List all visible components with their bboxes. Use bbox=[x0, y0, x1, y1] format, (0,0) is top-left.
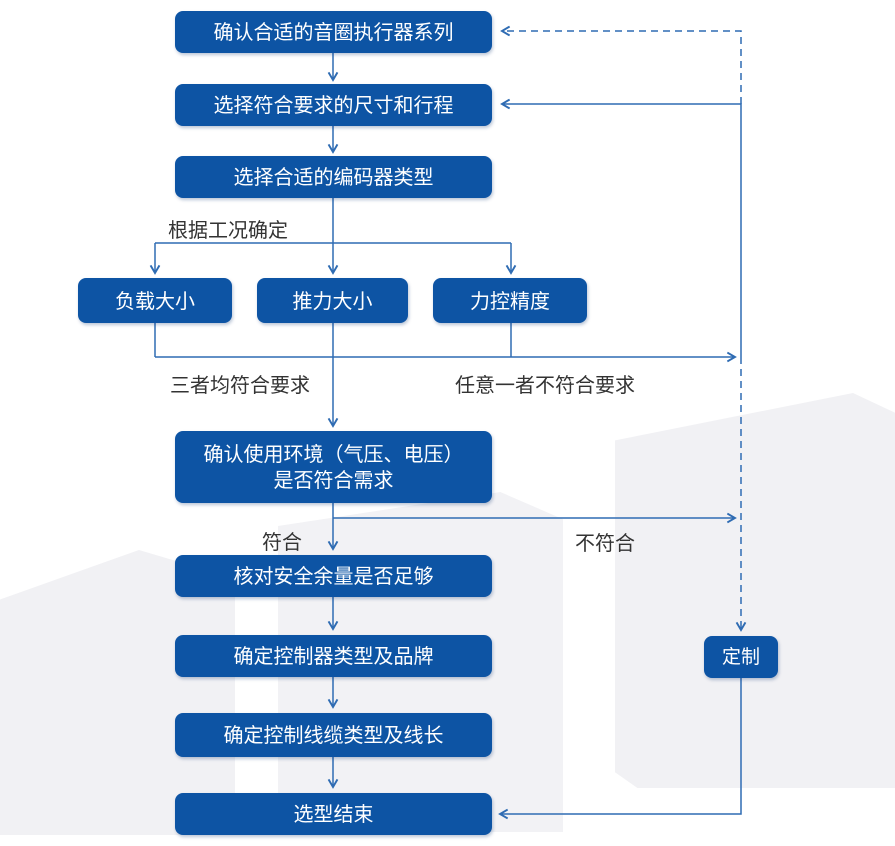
node-label-line2: 是否符合需求 bbox=[273, 468, 394, 492]
node-force-precision: 力控精度 bbox=[433, 278, 587, 323]
node-label: 选择符合要求的尺寸和行程 bbox=[213, 93, 454, 117]
node-label: 核对安全余量是否足够 bbox=[233, 564, 434, 588]
node-selection-end: 选型结束 bbox=[175, 793, 492, 835]
node-label: 力控精度 bbox=[470, 288, 550, 313]
edge-label-any-fail: 任意一者不符合要求 bbox=[455, 373, 635, 397]
edge-label-all-meet: 三者均符合要求 bbox=[170, 373, 310, 397]
node-confirm-series: 确认合适的音圈执行器系列 bbox=[175, 11, 492, 53]
node-label: 负载大小 bbox=[115, 288, 195, 313]
node-label: 确认合适的音圈执行器系列 bbox=[213, 20, 454, 44]
node-select-size-stroke: 选择符合要求的尺寸和行程 bbox=[175, 84, 492, 126]
edge-label-not-meet: 不符合 bbox=[575, 531, 635, 555]
node-load-size: 负载大小 bbox=[78, 278, 232, 323]
edge-label-condition: 根据工况确定 bbox=[168, 218, 288, 242]
node-label: 选择合适的编码器类型 bbox=[233, 165, 434, 189]
edge-label-meet: 符合 bbox=[262, 530, 302, 554]
node-label: 选型结束 bbox=[293, 802, 374, 826]
node-thrust-size: 推力大小 bbox=[257, 278, 408, 323]
node-customize: 定制 bbox=[704, 636, 778, 678]
node-check-safety-margin: 核对安全余量是否足够 bbox=[175, 555, 492, 597]
node-confirm-environment: 确认使用环境（气压、电压） 是否符合需求 bbox=[175, 431, 492, 503]
node-label: 推力大小 bbox=[292, 288, 373, 313]
background-product-image bbox=[615, 393, 895, 788]
custom-to-end bbox=[498, 678, 742, 820]
dashed-return-to-series bbox=[500, 25, 742, 104]
node-select-encoder: 选择合适的编码器类型 bbox=[175, 156, 492, 198]
node-label: 确定控制线缆类型及线长 bbox=[223, 723, 444, 747]
node-determine-cable: 确定控制线缆类型及线长 bbox=[175, 713, 492, 757]
node-label: 确定控制器类型及品牌 bbox=[233, 644, 434, 668]
node-label-line1: 确认使用环境（气压、电压） bbox=[203, 442, 464, 466]
background-product-image bbox=[0, 550, 235, 835]
node-determine-controller: 确定控制器类型及品牌 bbox=[175, 635, 492, 677]
node-label: 定制 bbox=[721, 645, 760, 668]
